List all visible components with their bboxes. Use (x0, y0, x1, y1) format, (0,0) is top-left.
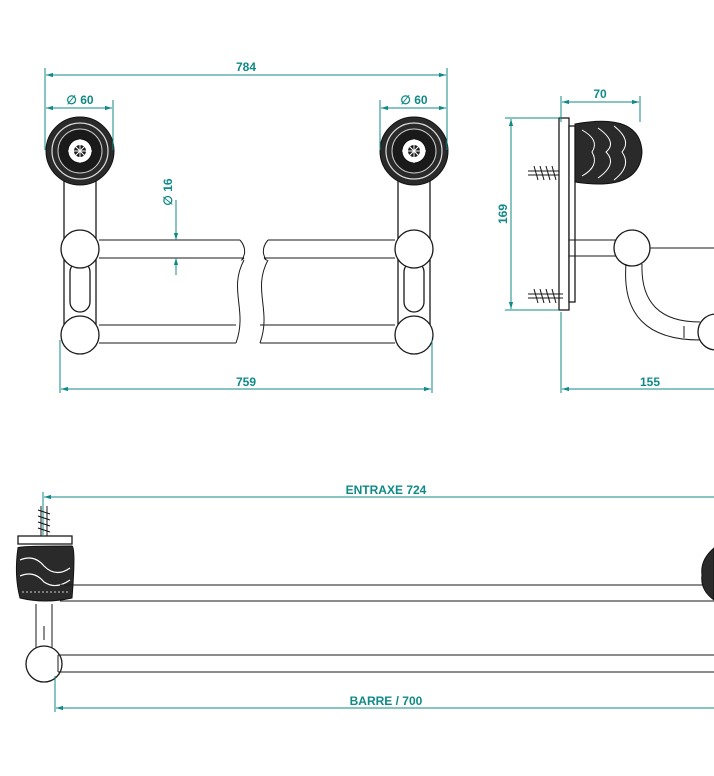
bar-span-label: 759 (236, 375, 256, 389)
dim-70: 70 (560, 87, 641, 122)
top-screw (37, 506, 51, 536)
overall-width-label: 784 (236, 60, 256, 74)
side-arm (569, 229, 714, 351)
left-diameter-label: ∅ 60 (66, 93, 93, 107)
wall-plate (558, 117, 570, 311)
center-distance-label: ENTRAXE 724 (346, 483, 427, 497)
rosette-depth-label: 70 (593, 87, 607, 101)
dim-784: 784 (44, 60, 448, 120)
dim-169: 169 (496, 117, 559, 311)
dim-right-diameter: ∅ 60 (379, 93, 448, 150)
front-view: 784 ∅ 60 ∅ 60 ∅ 16 759 (44, 60, 449, 393)
dim-759: 759 (59, 340, 433, 393)
right-post (394, 172, 434, 355)
dim-entraxe: ENTRAXE 724 (42, 483, 714, 535)
top-upper-bar (60, 584, 714, 602)
top-post (25, 604, 63, 683)
top-rosette (15, 545, 75, 602)
dim-left-diameter: ∅ 60 (44, 93, 114, 150)
lower-bar (99, 259, 395, 344)
right-rosette (379, 116, 449, 186)
projection-label: 155 (640, 375, 660, 389)
bar-diameter-label: ∅ 16 (161, 178, 175, 205)
right-rosette-edge (701, 547, 714, 601)
bar-length-label: BARRE / 700 (350, 694, 423, 708)
side-rosette (574, 120, 643, 185)
wall-plate-inner (568, 125, 576, 303)
left-rosette (45, 116, 115, 186)
top-plate (17, 535, 73, 545)
top-view: ENTRAXE 724 B (15, 483, 714, 712)
side-view: 70 169 155 (496, 87, 714, 393)
left-post (60, 172, 100, 355)
wall-screw-top (528, 165, 559, 181)
wall-screw-bottom (528, 288, 563, 304)
dim-barre: BARRE / 700 (54, 676, 714, 712)
dim-155: 155 (560, 312, 714, 393)
top-lower-bar (57, 654, 714, 673)
upper-bar (99, 239, 395, 261)
dim-bar-diameter: ∅ 16 (161, 178, 179, 275)
right-diameter-label: ∅ 60 (400, 93, 427, 107)
height-label: 169 (496, 204, 510, 224)
